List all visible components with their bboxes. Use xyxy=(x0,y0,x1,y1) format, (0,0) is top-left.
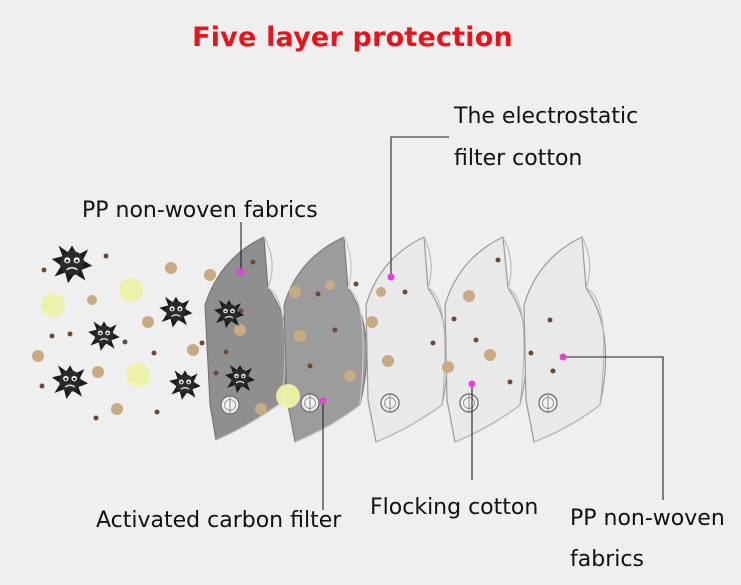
germ-icon xyxy=(158,296,194,329)
page-title: Five layer protection xyxy=(192,22,513,53)
valve-icon xyxy=(300,393,320,413)
marker-dot xyxy=(468,380,476,388)
valve-icon xyxy=(538,393,558,413)
marker-dot xyxy=(319,397,327,405)
germ-icon xyxy=(50,244,94,285)
layer-flocking xyxy=(444,236,528,443)
marker-dot xyxy=(387,273,395,281)
label-flocking-cotton: Flocking cotton xyxy=(370,495,539,520)
dust-particles xyxy=(32,262,496,415)
label-electrostatic-line2: filter cotton xyxy=(454,146,583,171)
marker-dot xyxy=(559,353,567,361)
layer-markers xyxy=(237,268,567,405)
marker-dot xyxy=(237,268,245,276)
valve-icon xyxy=(380,393,400,413)
layer-pp-inner xyxy=(523,236,607,443)
label-electrostatic-line1: The electrostatic xyxy=(454,104,639,129)
small-dark-particles xyxy=(39,253,556,421)
valve-icon xyxy=(220,395,240,415)
label-pp-non-woven-inner-line1: PP non-woven xyxy=(570,506,725,531)
germ-icon xyxy=(87,320,121,352)
layer-electrostatic xyxy=(365,236,449,443)
germ-icon xyxy=(168,369,202,401)
leader-lines xyxy=(240,136,664,510)
label-activated-carbon: Activated carbon filter xyxy=(96,508,342,533)
valve-icon xyxy=(459,393,479,413)
label-pp-non-woven-outer: PP non-woven fabrics xyxy=(82,198,318,223)
layer-pp-outer xyxy=(204,236,289,441)
pollen-particles xyxy=(41,278,300,408)
label-pp-non-woven-inner-line2: fabrics xyxy=(570,547,644,572)
layer-activated-carbon xyxy=(283,236,368,443)
germ-icon xyxy=(51,364,89,400)
